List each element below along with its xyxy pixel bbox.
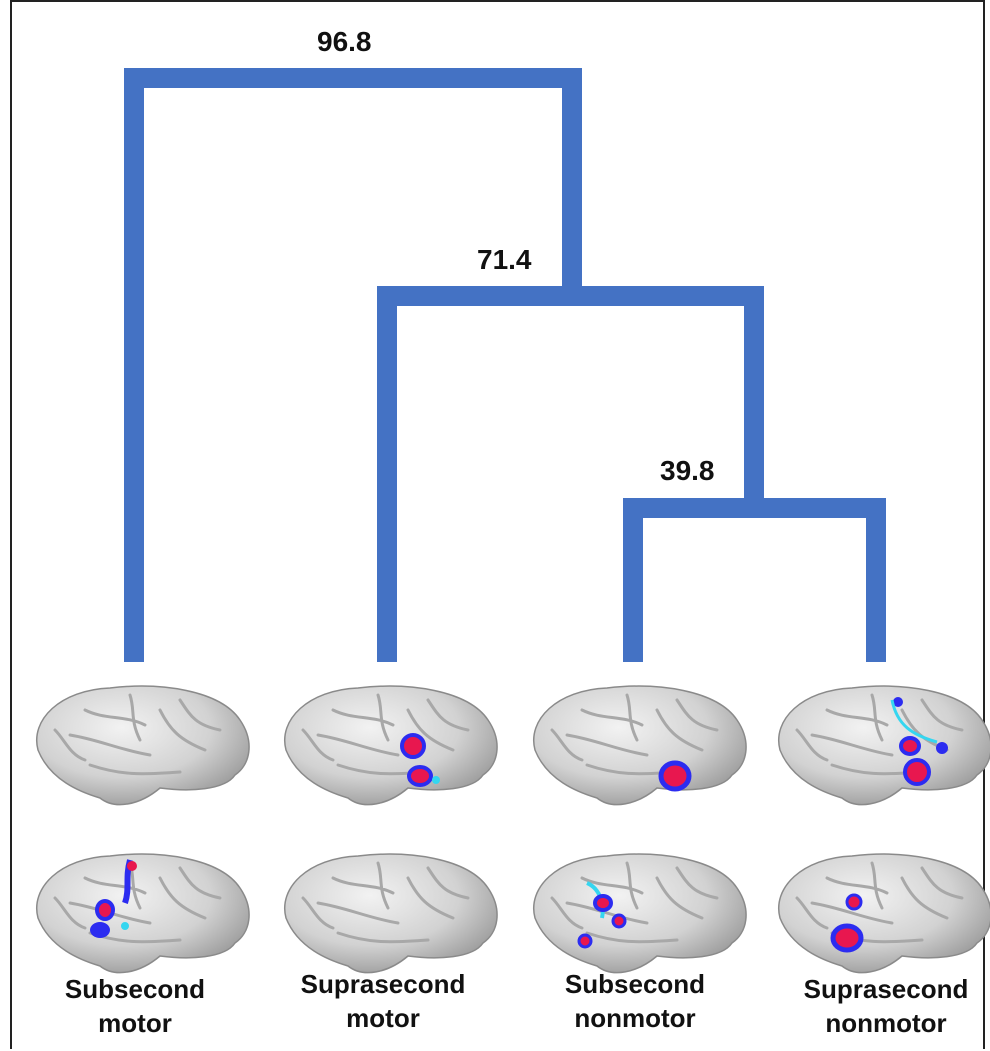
- branch-71-4: [377, 286, 764, 662]
- leaf-label-suprasecond-motor: Suprasecond motor: [283, 967, 483, 1035]
- leaf-label-line: Suprasecond: [300, 969, 466, 999]
- merge-height-label: 39.8: [660, 455, 715, 486]
- merge-height-label: 96.8: [317, 26, 372, 57]
- brain-surface: [532, 684, 748, 807]
- leaf-label-line: Subsecond: [64, 974, 206, 1004]
- leaf-label-line: Subsecond: [564, 969, 706, 999]
- brain-surface: [35, 684, 251, 807]
- leaf-label-line: motor: [98, 1008, 172, 1038]
- branch-39-8: [623, 498, 886, 662]
- brain-surface: [283, 852, 499, 975]
- merge-height-label: 71.4: [477, 244, 532, 275]
- brain-surface: [283, 684, 499, 807]
- brain-surface: [532, 852, 748, 975]
- leaf-label-subsecond-nonmotor: Subsecond nonmotor: [535, 967, 735, 1035]
- leaf-label-subsecond-motor: Subsecond motor: [35, 972, 235, 1040]
- leaf-label-suprasecond-nonmotor: Suprasecond nonmotor: [786, 972, 986, 1040]
- brain-surface: [35, 852, 251, 975]
- leaf-label-line: motor: [346, 1003, 420, 1033]
- leaf-label-line: nonmotor: [825, 1008, 947, 1038]
- brain-surface: [777, 684, 990, 807]
- branch-96-8: [124, 68, 582, 662]
- leaf-label-line: nonmotor: [574, 1003, 696, 1033]
- figure-frame: [10, 0, 985, 1049]
- leaf-label-line: Suprasecond: [803, 974, 969, 1004]
- brain-surface: [777, 852, 990, 975]
